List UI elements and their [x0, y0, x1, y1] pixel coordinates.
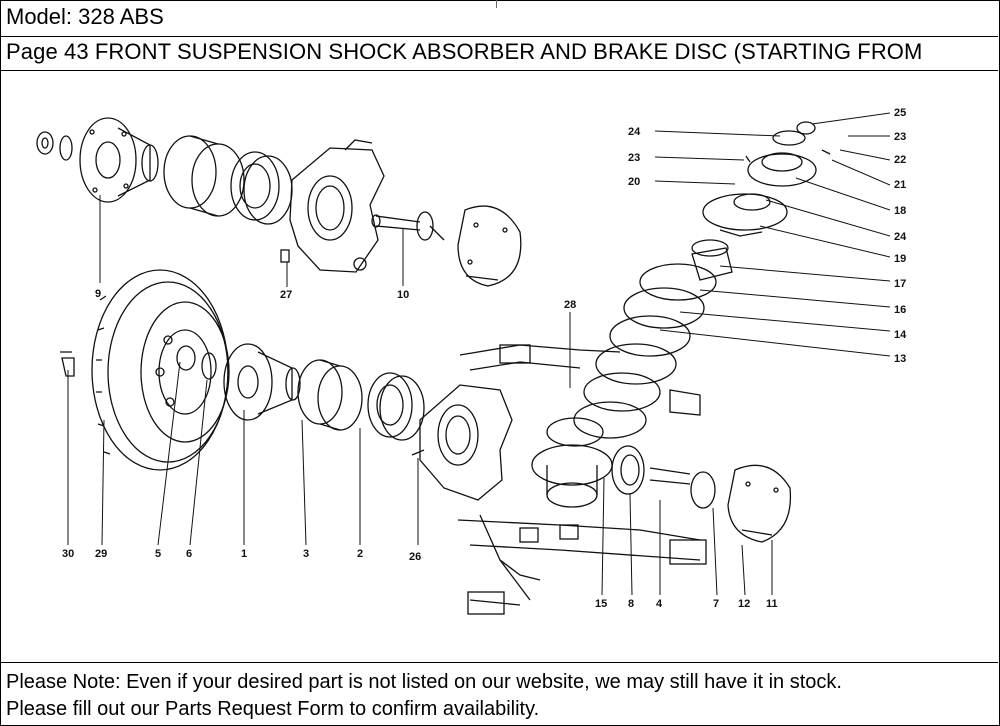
upper-dust-cover — [457, 205, 522, 287]
lower-roller-bearing — [367, 372, 425, 441]
upper-bearing-ring — [163, 135, 245, 217]
page-header: Page 43 FRONT SUSPENSION SHOCK ABSORBER … — [0, 37, 998, 71]
coil-spring — [573, 263, 717, 439]
wheel-bearing-nut — [176, 345, 217, 380]
callout-2: 2 — [357, 548, 363, 560]
callout-15: 15 — [595, 598, 607, 610]
model-title: Model: 328 ABS — [6, 4, 164, 29]
lower-spindle — [649, 467, 716, 509]
upper-hub-nut — [36, 131, 73, 161]
callout-7: 7 — [713, 598, 719, 610]
callout-6: 6 — [186, 548, 192, 560]
diagram-svg: 9 27 10 28 30 29 5 6 1 3 2 26 15 8 4 7 1… — [36, 107, 907, 615]
top-mount — [745, 121, 831, 187]
bump-stop — [691, 239, 733, 281]
callout-27: 27 — [280, 289, 292, 301]
shock-mount-plate — [702, 193, 788, 237]
suspension-subframe — [457, 344, 707, 615]
upper-hub — [79, 117, 159, 203]
callout-10: 10 — [397, 289, 409, 301]
brake-disc — [91, 269, 230, 471]
header-divider — [496, 0, 497, 8]
callout-16: 16 — [894, 304, 906, 316]
callout-8: 8 — [628, 598, 634, 610]
callout-13: 13 — [894, 353, 906, 365]
callout-20: 20 — [628, 176, 640, 188]
lower-bearing-ring — [297, 359, 363, 431]
callout-30: 30 — [62, 548, 74, 560]
leader-lines — [67, 112, 891, 596]
callout-18: 18 — [894, 205, 906, 217]
lower-knuckle — [411, 384, 513, 501]
callout-28: 28 — [564, 299, 576, 311]
callout-19: 19 — [894, 253, 906, 265]
availability-note: Please Note: Even if your desired part i… — [0, 662, 998, 725]
callout-24a: 24 — [628, 126, 641, 138]
upper-roller-bearing — [230, 151, 293, 225]
upper-spindle — [371, 211, 445, 241]
lower-hub — [223, 343, 301, 421]
disc-stud — [60, 351, 75, 377]
exploded-parts-diagram: 9 27 10 28 30 29 5 6 1 3 2 26 15 8 4 7 1… — [0, 71, 998, 661]
callout-25: 25 — [894, 107, 906, 119]
callout-23b: 23 — [894, 131, 906, 143]
callout-14: 14 — [894, 329, 907, 341]
lower-dust-cover — [727, 464, 792, 543]
callout-4: 4 — [656, 598, 663, 610]
callout-17: 17 — [894, 278, 906, 290]
callout-26: 26 — [409, 551, 421, 563]
page-title: Page 43 FRONT SUSPENSION SHOCK ABSORBER … — [6, 39, 923, 64]
model-header: Model: 328 ABS — [0, 0, 998, 37]
callout-12: 12 — [738, 598, 750, 610]
callout-24b: 24 — [894, 231, 907, 243]
callout-3: 3 — [303, 548, 309, 560]
abs-sensor-ring — [611, 445, 645, 495]
callout-23a: 23 — [628, 152, 640, 164]
callout-5: 5 — [155, 548, 161, 560]
callout-9: 9 — [95, 288, 101, 300]
note-line-1: Please Note: Even if your desired part i… — [6, 671, 842, 693]
callout-29: 29 — [95, 548, 107, 560]
callout-21: 21 — [894, 179, 906, 191]
callout-11: 11 — [766, 598, 778, 610]
callout-1: 1 — [241, 548, 247, 560]
callout-numbers: 9 27 10 28 30 29 5 6 1 3 2 26 15 8 4 7 1… — [62, 107, 907, 610]
callout-22: 22 — [894, 154, 906, 166]
note-line-2: Please fill out our Parts Request Form t… — [6, 698, 540, 720]
spring-seat-lower — [531, 417, 613, 508]
upper-knuckle — [280, 139, 385, 273]
